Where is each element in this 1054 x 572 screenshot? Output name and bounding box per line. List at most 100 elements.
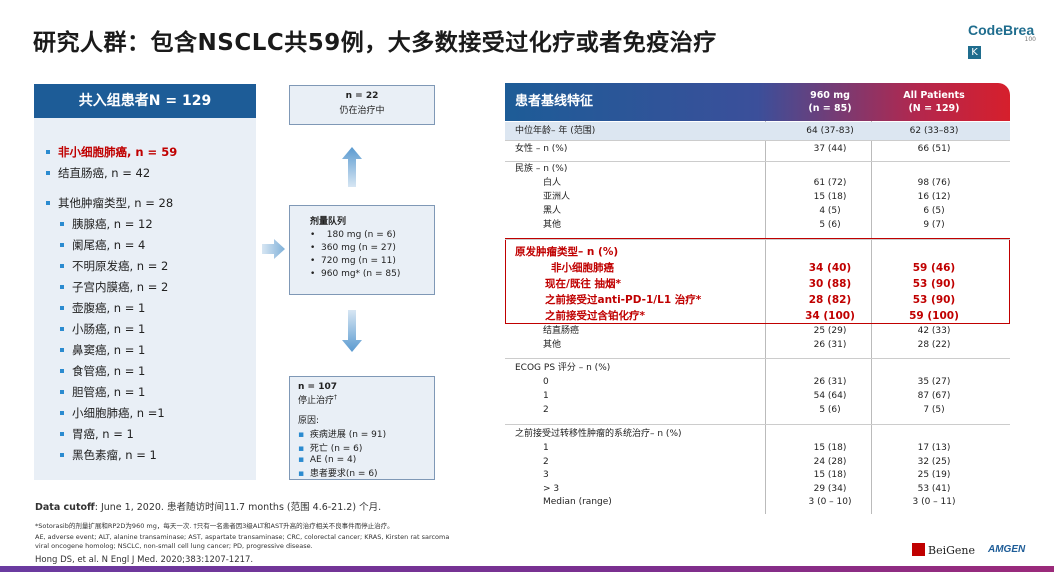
table-row: 民族 – n (%) [505, 163, 1010, 176]
cell-960mg: 25 (29) [813, 326, 847, 336]
footnote-2: AE, adverse event; ALT, alanine transami… [35, 533, 450, 541]
cell-960mg: 15 (18) [813, 470, 847, 480]
continuing-label: 仍在治疗中 [339, 106, 385, 116]
list-item: 胃癌, n = 1 [60, 426, 134, 442]
row-label: 之前接受过含铂化疗* [545, 310, 645, 322]
reason-label: 原因: [298, 416, 320, 426]
row-label: 1 [543, 391, 549, 401]
beigene-logo: BeiGene [912, 543, 975, 557]
list-item: 壶腹癌, n = 1 [60, 300, 145, 316]
row-divider [505, 358, 1010, 359]
row-label: ECOG PS 评分 – n (%) [515, 363, 611, 373]
list-item: 小肠癌, n = 1 [60, 321, 145, 337]
reference: Hong DS, et al. N Engl J Med. 2020;383:1… [35, 555, 254, 565]
row-label: 0 [543, 377, 549, 387]
cell-960mg: 29 (34) [813, 484, 847, 494]
cell-960mg: 34 (100) [805, 310, 855, 322]
logo-box: K [968, 46, 981, 59]
cell-960mg: 24 (28) [813, 457, 847, 467]
cell-960mg: 15 (18) [813, 443, 847, 453]
table-row: 1 15 (18) 17 (13) [505, 442, 1010, 455]
list-item: 小细胞肺癌, n =1 [60, 405, 165, 421]
amgen-logo: AMGEN [988, 544, 1026, 555]
bottom-bar [0, 566, 1054, 572]
cell-960mg: 64 (37-83) [806, 126, 854, 136]
row-divider [505, 161, 1010, 162]
cell-all: 6 (5) [923, 206, 945, 216]
row-label: 非小细胞肺癌 [551, 262, 614, 274]
dose-cohort-box: 剂量队列 • 180 mg (n = 6) • 360 mg (n = 27) … [289, 205, 435, 295]
list-item: 结直肠癌, n = 42 [46, 165, 150, 181]
dose-cohort-title: 剂量队列 [310, 217, 347, 227]
data-cutoff: Data cutoff: June 1, 2020. 患者随访时间11.7 mo… [35, 502, 382, 513]
row-divider [505, 140, 1010, 141]
col-all-patients: All Patients(N = 129) [903, 90, 965, 114]
row-label: 原发肿瘤类型– n (%) [515, 246, 619, 258]
cell-all: 9 (7) [923, 220, 945, 230]
row-label: 结直肠癌 [543, 326, 580, 336]
list-item: 胰腺癌, n = 12 [60, 216, 153, 232]
list-item: 子宫内膜癌, n = 2 [60, 279, 168, 295]
row-label: Median (range) [543, 497, 612, 507]
cell-all: 17 (13) [917, 443, 951, 453]
row-label: 白人 [543, 178, 562, 188]
tumor-type-list: 非小细胞肺癌, n = 59 结直肠癌, n = 42 其他肿瘤类型, n = … [34, 118, 256, 480]
row-label: 女性 – n (%) [515, 144, 568, 154]
table-row: Median (range)3 (0 – 10)3 (0 – 11) [505, 496, 1010, 509]
cell-all: 25 (19) [917, 470, 951, 480]
cell-all: 16 (12) [917, 192, 951, 202]
reason-item: ▪ 死亡 (n = 6) [298, 444, 363, 454]
row-label: 现在/既往 抽烟* [545, 278, 621, 290]
discontinued-count: n = 107 [298, 382, 338, 392]
enrolled-header: 共入组患者N = 129 [34, 84, 256, 118]
list-item: 其他肿瘤类型, n = 28 [46, 195, 173, 211]
row-label: 其他 [543, 340, 562, 350]
cell-all: 87 (67) [917, 391, 951, 401]
list-item: 胆管癌, n = 1 [60, 384, 145, 400]
list-item: 不明原发癌, n = 2 [60, 258, 168, 274]
dose-item: • 960 mg* (n = 85) [310, 269, 401, 279]
row-label: 1 [543, 443, 549, 453]
continuing-treatment-box: n = 22 仍在治疗中 [289, 85, 435, 125]
footnote-3: viral oncogene homolog; NSCLC, non-small… [35, 542, 313, 550]
row-label: 3 [543, 470, 549, 480]
discontinued-label: 停止治疗† [298, 394, 338, 406]
table-title: 患者基线特征 [515, 94, 594, 109]
cell-960mg: 28 (82) [808, 294, 852, 306]
row-label: 2 [543, 457, 549, 467]
cell-960mg: 37 (44) [813, 144, 847, 154]
row-label: 之前接受过anti-PD-1/L1 治疗* [545, 294, 702, 306]
row-divider [505, 239, 1010, 240]
cell-all: 53 (41) [917, 484, 951, 494]
col-960mg: 960 mg(n = 85) [808, 90, 852, 114]
list-item: 非小细胞肺癌, n = 59 [46, 144, 177, 160]
row-label: 其他 [543, 220, 562, 230]
table-header: 患者基线特征 960 mg(n = 85) All Patients(N = 1… [505, 83, 1010, 121]
cell-960mg: 26 (31) [813, 340, 847, 350]
cell-960mg: 4 (5) [819, 206, 841, 216]
list-item: 食管癌, n = 1 [60, 363, 145, 379]
cell-all: 98 (76) [917, 178, 951, 188]
cell-all: 28 (22) [917, 340, 951, 350]
cell-960mg: 34 (40) [808, 262, 852, 274]
codebreak-logo: CodeBreaK 100 [968, 20, 1040, 59]
cell-960mg: 30 (88) [808, 278, 852, 290]
row-label: > 3 [543, 484, 560, 494]
table-row: 之前接受过转移性肿瘤的系统治疗– n (%) [505, 428, 1010, 441]
cell-960mg: 3 (0 – 10) [808, 497, 852, 507]
logo-text: CodeBrea [968, 22, 1035, 38]
reason-item: ▪ 疾病进展 (n = 91) [298, 430, 387, 440]
row-label: 2 [543, 405, 549, 415]
table-row: > 3 29 (34) 53 (41) [505, 483, 1010, 496]
footnote-1: *Sotorasib的剂量扩展和RP2D为960 mg，每天一次. †只有一名患… [35, 522, 394, 530]
